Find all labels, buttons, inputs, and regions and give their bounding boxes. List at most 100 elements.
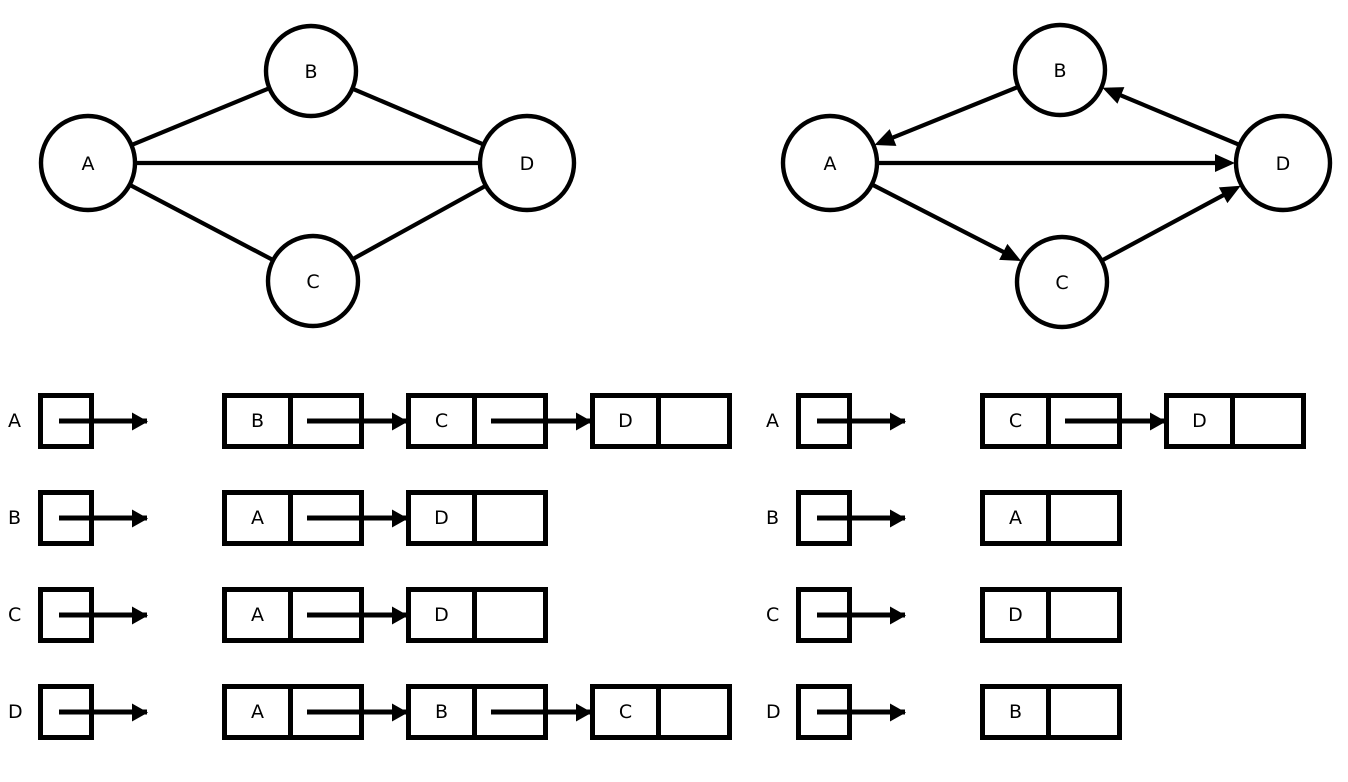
edge-D-B (1111, 90, 1240, 147)
list-node-value: A (227, 592, 293, 638)
list-head-box-A[interactable] (796, 393, 905, 449)
graph-node-A[interactable] (780, 113, 880, 213)
list-node-D[interactable]: D (980, 587, 1122, 643)
list-node-value: D (411, 495, 477, 541)
list-node-pointer-cell (293, 495, 407, 541)
pointer-arrow-icon (307, 612, 407, 618)
list-node-D[interactable]: D (406, 587, 548, 643)
pointer-arrow-icon (1065, 418, 1165, 424)
list-node-value: A (985, 495, 1051, 541)
list-node-pointer-cell (1051, 592, 1117, 638)
pointer-arrow-icon (817, 709, 905, 715)
list-head-box-B[interactable] (796, 490, 905, 546)
pointer-arrow-icon (59, 612, 147, 618)
adjacency-row-key: D (766, 700, 781, 723)
list-head-box-C[interactable] (796, 587, 905, 643)
list-head-box-A[interactable] (38, 393, 147, 449)
list-node-value: D (1169, 398, 1235, 444)
arrowhead-icon (874, 129, 897, 146)
adjacency-row-key: C (766, 603, 780, 626)
arrowhead-icon (1218, 185, 1241, 204)
pointer-arrow-icon (307, 515, 407, 521)
list-node-A[interactable]: A (222, 684, 407, 740)
list-head-box-C[interactable] (38, 587, 147, 643)
list-node-pointer-cell (1235, 398, 1301, 444)
pointer-arrow-icon (817, 418, 905, 424)
list-node-value: D (985, 592, 1051, 638)
pointer-arrow-icon (817, 515, 905, 521)
list-node-B[interactable]: B (222, 393, 407, 449)
pointer-arrow-icon (59, 515, 147, 521)
edge-A-B (131, 86, 270, 147)
arrowhead-icon (1215, 154, 1235, 172)
graph-node-C[interactable] (265, 233, 361, 329)
list-node-C[interactable]: C (406, 393, 591, 449)
pointer-arrow-icon (307, 709, 407, 715)
list-node-B[interactable]: B (406, 684, 591, 740)
list-node-value: A (227, 689, 293, 735)
list-node-pointer-cell (477, 398, 591, 444)
adjacency-row-key: A (766, 409, 779, 432)
graph-node-label: A (82, 153, 95, 175)
graph-node-label: C (306, 271, 319, 293)
list-node-B[interactable]: B (980, 684, 1122, 740)
graph-node-B[interactable] (263, 23, 359, 119)
list-node-value: A (227, 495, 293, 541)
graph-layer: A B C D A B C D (38, 22, 1333, 330)
graph-node-label: A (824, 153, 837, 175)
list-node-value: B (985, 689, 1051, 735)
list-node-value: D (411, 592, 477, 638)
graph-node-D[interactable] (1233, 113, 1333, 213)
graph-node-A[interactable] (38, 113, 138, 213)
edge-C-D (1101, 189, 1233, 263)
list-node-pointer-cell (661, 398, 727, 444)
list-node-C[interactable]: C (980, 393, 1165, 449)
graph-node-label: C (1055, 272, 1068, 294)
graph-node-label: B (304, 61, 317, 83)
graph-node-label: B (1053, 60, 1066, 82)
list-node-pointer-cell (1051, 689, 1117, 735)
list-head-box-D[interactable] (796, 684, 905, 740)
edge-A-C (871, 183, 1013, 258)
list-node-value: B (227, 398, 293, 444)
pointer-arrow-icon (59, 709, 147, 715)
edge-A-C (129, 183, 274, 262)
graph-node-D[interactable] (477, 113, 577, 213)
list-node-D[interactable]: D (406, 490, 548, 546)
graph-node-B[interactable] (1012, 22, 1108, 118)
arrowhead-icon (999, 243, 1022, 262)
edge-B-D (352, 87, 484, 147)
list-node-value: B (411, 689, 477, 735)
list-node-pointer-cell (477, 495, 543, 541)
list-node-D[interactable]: D (590, 393, 732, 449)
adjacency-row-key: D (8, 700, 23, 723)
list-node-pointer-cell (293, 398, 407, 444)
list-node-pointer-cell (293, 689, 407, 735)
list-node-pointer-cell (477, 689, 591, 735)
list-node-D[interactable]: D (1164, 393, 1306, 449)
list-head-box-B[interactable] (38, 490, 147, 546)
list-node-A[interactable]: A (222, 587, 407, 643)
list-node-A[interactable]: A (980, 490, 1122, 546)
list-node-A[interactable]: A (222, 490, 407, 546)
list-head-box-D[interactable] (38, 684, 147, 740)
edge-B-A (883, 85, 1019, 143)
list-node-pointer-cell (1051, 398, 1165, 444)
list-node-C[interactable]: C (590, 684, 732, 740)
graph-node-label: D (1276, 153, 1291, 175)
graph-node-C[interactable] (1014, 234, 1110, 330)
list-node-value: D (595, 398, 661, 444)
graph-node-label: D (520, 153, 535, 175)
edge-C-D (352, 184, 486, 261)
list-node-pointer-cell (1051, 495, 1117, 541)
pointer-arrow-icon (817, 612, 905, 618)
pointer-arrow-icon (491, 709, 591, 715)
